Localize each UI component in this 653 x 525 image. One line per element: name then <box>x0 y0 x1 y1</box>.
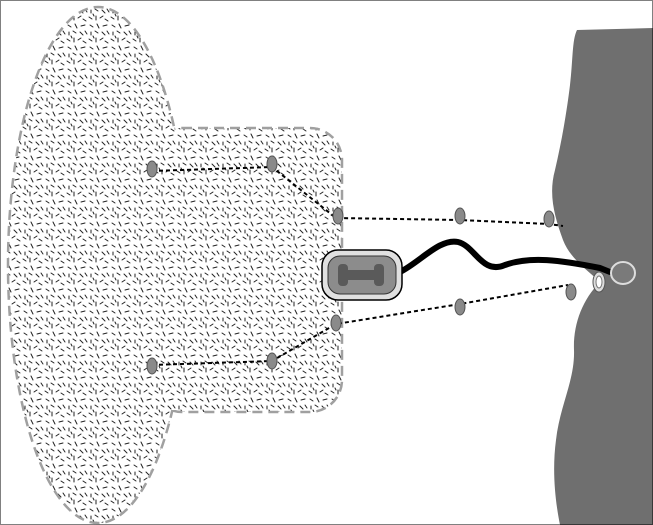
oval-marker-icon <box>454 298 466 316</box>
terminal-node <box>592 261 636 293</box>
cable-line <box>397 238 613 275</box>
terminal-ring-inner <box>595 275 603 289</box>
upper-dotted-path <box>151 165 564 227</box>
markers <box>146 155 577 375</box>
oval-marker-icon <box>543 210 555 228</box>
oval-marker-icon <box>332 207 344 225</box>
device-capsule <box>321 249 403 301</box>
oval-marker-icon <box>454 207 466 225</box>
oval-marker-icon <box>146 160 158 178</box>
oval-marker-icon <box>565 283 577 301</box>
oval-marker-icon <box>330 314 342 332</box>
oval-marker-icon <box>146 357 158 375</box>
speckled-zone <box>6 5 344 525</box>
capsule-bone-icon <box>338 264 384 286</box>
oval-marker-icon <box>266 352 278 370</box>
circle-node-icon <box>610 261 636 285</box>
lower-dotted-path <box>151 284 569 366</box>
zone-ellipse <box>6 5 190 525</box>
oval-marker-icon <box>266 155 278 173</box>
